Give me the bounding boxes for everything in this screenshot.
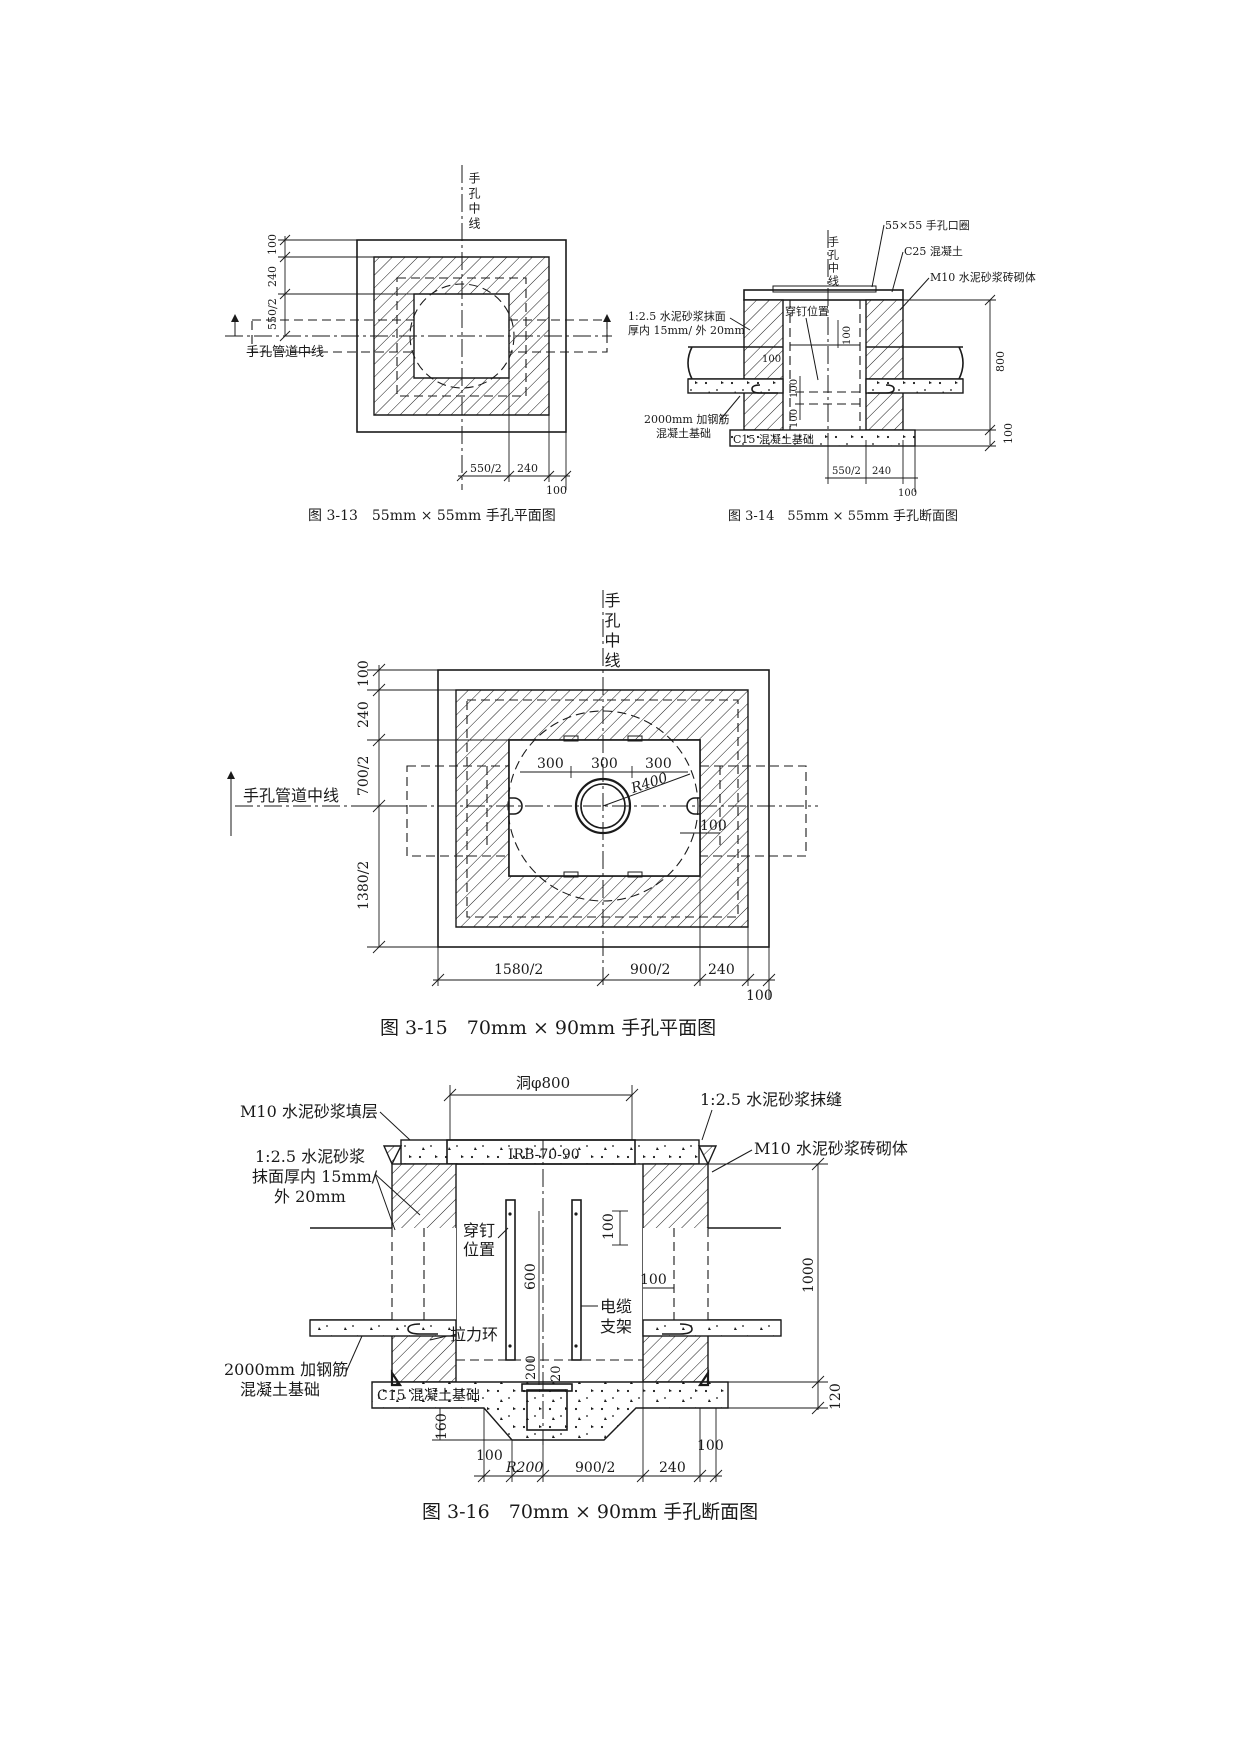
label-plaster-1: 1:2.5 水泥砂浆抹面 bbox=[628, 309, 726, 323]
dim-bottom-240: 240 bbox=[872, 466, 891, 477]
caption-3-15: 图 3-15 70mm × 90mm 手孔平面图 bbox=[380, 1017, 716, 1039]
figure-3-15: 手孔中线 手孔管道中线 300 300 300 R400 100 100 240… bbox=[227, 590, 818, 1039]
dim-left-2: 240 bbox=[266, 266, 279, 287]
label-nail-1: 穿钉 bbox=[463, 1221, 495, 1240]
label-bracket-2: 支架 bbox=[600, 1317, 632, 1336]
top-slab bbox=[743, 289, 904, 301]
dim-left-1380-2: 1380/2 bbox=[356, 861, 372, 910]
dim-bottom-900-2: 900/2 bbox=[575, 1460, 615, 1476]
pipe-label-15: 手孔管道中线 bbox=[243, 786, 339, 805]
dim-bottom-r200: R200 bbox=[505, 1460, 543, 1476]
caption-3-14: 图 3-14 55mm × 55mm 手孔断面图 bbox=[728, 509, 958, 524]
right-wall bbox=[865, 299, 904, 431]
c15-base bbox=[729, 429, 916, 447]
label-bracket-1: 电缆 bbox=[600, 1297, 632, 1316]
dim-bottom-1580-2: 1580/2 bbox=[494, 962, 543, 978]
dim-bottom-2: 240 bbox=[517, 462, 538, 475]
dim-inner-300-1: 300 bbox=[537, 756, 564, 772]
cable-bracket-right bbox=[571, 1199, 582, 1361]
dim-left-1: 100 bbox=[266, 234, 279, 255]
lid-irb bbox=[446, 1139, 636, 1165]
centerline-label-15: 手孔中线 bbox=[602, 592, 621, 672]
label-plaster-2: 抹面厚内 15mm/ bbox=[252, 1167, 378, 1186]
dim-left-240: 240 bbox=[356, 701, 372, 728]
figure-3-16: IRB-70-90 C15 混凝土基础 bbox=[224, 1074, 908, 1523]
label-rebar-2: 混凝土基础 bbox=[240, 1380, 320, 1399]
dim-bottom-900-2: 900/2 bbox=[630, 962, 670, 978]
dim-inner-200: 200 bbox=[524, 1355, 539, 1380]
left-wall bbox=[743, 299, 784, 431]
dim-inner-600: 600 bbox=[523, 1263, 539, 1290]
label-base: C15 混凝土基础 bbox=[733, 432, 814, 446]
dim-inner-1: 100 bbox=[842, 326, 853, 345]
label-rebar-1: 2000mm 加钢筋 bbox=[224, 1360, 348, 1379]
cable-bracket-left bbox=[505, 1199, 516, 1361]
dim-bottom-240: 240 bbox=[708, 962, 735, 978]
label-c25: C25 混凝土 bbox=[904, 244, 963, 258]
dim-right-800: 800 bbox=[994, 351, 1007, 372]
caption-3-16: 图 3-16 70mm × 90mm 手孔断面图 bbox=[422, 1501, 758, 1523]
figure-3-14: 800 100 100 100 100 100 550/2 240 100 手孔… bbox=[628, 218, 1036, 524]
left-dimensions: 100 240 550/2 bbox=[266, 234, 414, 342]
dim-left-3: 550/2 bbox=[266, 298, 279, 330]
pipe-left bbox=[251, 319, 415, 353]
dim-inner-100-side: 100 bbox=[640, 1272, 667, 1288]
label-opening: 洞φ800 bbox=[516, 1074, 570, 1092]
dim-inner-100-top: 100 bbox=[601, 1213, 617, 1240]
dim-inner-20: 20 bbox=[549, 1365, 564, 1382]
c15-base-16 bbox=[371, 1381, 729, 1441]
dim-inner-300-3: 300 bbox=[645, 756, 672, 772]
lid-label: IRB-70-90 bbox=[508, 1147, 580, 1163]
plaster-dashed-line bbox=[396, 277, 527, 397]
label-plaster-3: 外 20mm bbox=[274, 1187, 346, 1206]
label-plaster-2: 厚内 15mm/ 外 20mm bbox=[628, 323, 745, 337]
label-ring: 拉力环 bbox=[450, 1325, 498, 1344]
dim-right-100: 100 bbox=[1002, 423, 1015, 444]
right-pipe-16 bbox=[643, 1228, 781, 1320]
label-nail-2: 位置 bbox=[463, 1240, 495, 1259]
dim-bottom-550-2: 550/2 bbox=[832, 466, 861, 477]
dim-bottom-3: 100 bbox=[546, 484, 567, 497]
dim-inner-300-2: 300 bbox=[591, 756, 618, 772]
label-rim: 55×55 手孔口圈 bbox=[885, 218, 970, 232]
label-rebar-1: 2000mm 加钢筋 bbox=[644, 412, 729, 426]
label-rebar-2: 混凝土基础 bbox=[656, 426, 711, 440]
dim-bottom-160: 160 bbox=[434, 1413, 450, 1440]
dim-inner-100: 100 bbox=[700, 818, 727, 834]
dim-left-100: 100 bbox=[356, 660, 372, 687]
dim-right-1000: 1000 bbox=[801, 1257, 817, 1293]
dim-right-120: 120 bbox=[828, 1383, 844, 1410]
label-plaster-1: 1:2.5 水泥砂浆 bbox=[255, 1147, 365, 1166]
dim-bottom-240: 240 bbox=[659, 1460, 686, 1476]
sump-pit bbox=[526, 1389, 568, 1431]
dim-left-700-2: 700/2 bbox=[356, 756, 372, 796]
label-fill-layer: M10 水泥砂浆填层 bbox=[240, 1102, 378, 1121]
label-joint: 1:2.5 水泥砂浆抹缝 bbox=[700, 1090, 842, 1109]
label-base-16: C15 混凝土基础 bbox=[377, 1387, 480, 1404]
dim-inner-4: 100 bbox=[789, 409, 800, 428]
label-brick-16: M10 水泥砂浆砖砌体 bbox=[754, 1139, 908, 1158]
dim-bottom-100: 100 bbox=[746, 988, 773, 1004]
centerline-label: 手孔中线 bbox=[467, 172, 481, 232]
caption-3-13: 图 3-13 55mm × 55mm 手孔平面图 bbox=[308, 508, 556, 524]
dim-bottom-100-left: 100 bbox=[476, 1448, 503, 1464]
bottom-dimensions: 550/2 240 100 bbox=[456, 378, 572, 497]
dim-bottom-1: 550/2 bbox=[470, 462, 502, 475]
top-slab-16 bbox=[400, 1139, 700, 1165]
dim-bottom-100-right: 100 bbox=[697, 1438, 724, 1454]
dim-bottom-100: 100 bbox=[898, 488, 917, 499]
dim-inner-3: 100 bbox=[789, 379, 800, 398]
dim-inner-2: 100 bbox=[762, 354, 781, 365]
label-brick: M10 水泥砂浆砖砌体 bbox=[930, 270, 1036, 284]
figure-3-13: 手孔中线 手孔管道中线 100 240 550/2 550/2 bbox=[225, 165, 612, 524]
centerline-label-14: 手孔中线 bbox=[827, 235, 840, 288]
label-nail: 穿钉位置 bbox=[785, 304, 829, 318]
pipe-centerline-label: 手孔管道中线 bbox=[246, 345, 324, 360]
